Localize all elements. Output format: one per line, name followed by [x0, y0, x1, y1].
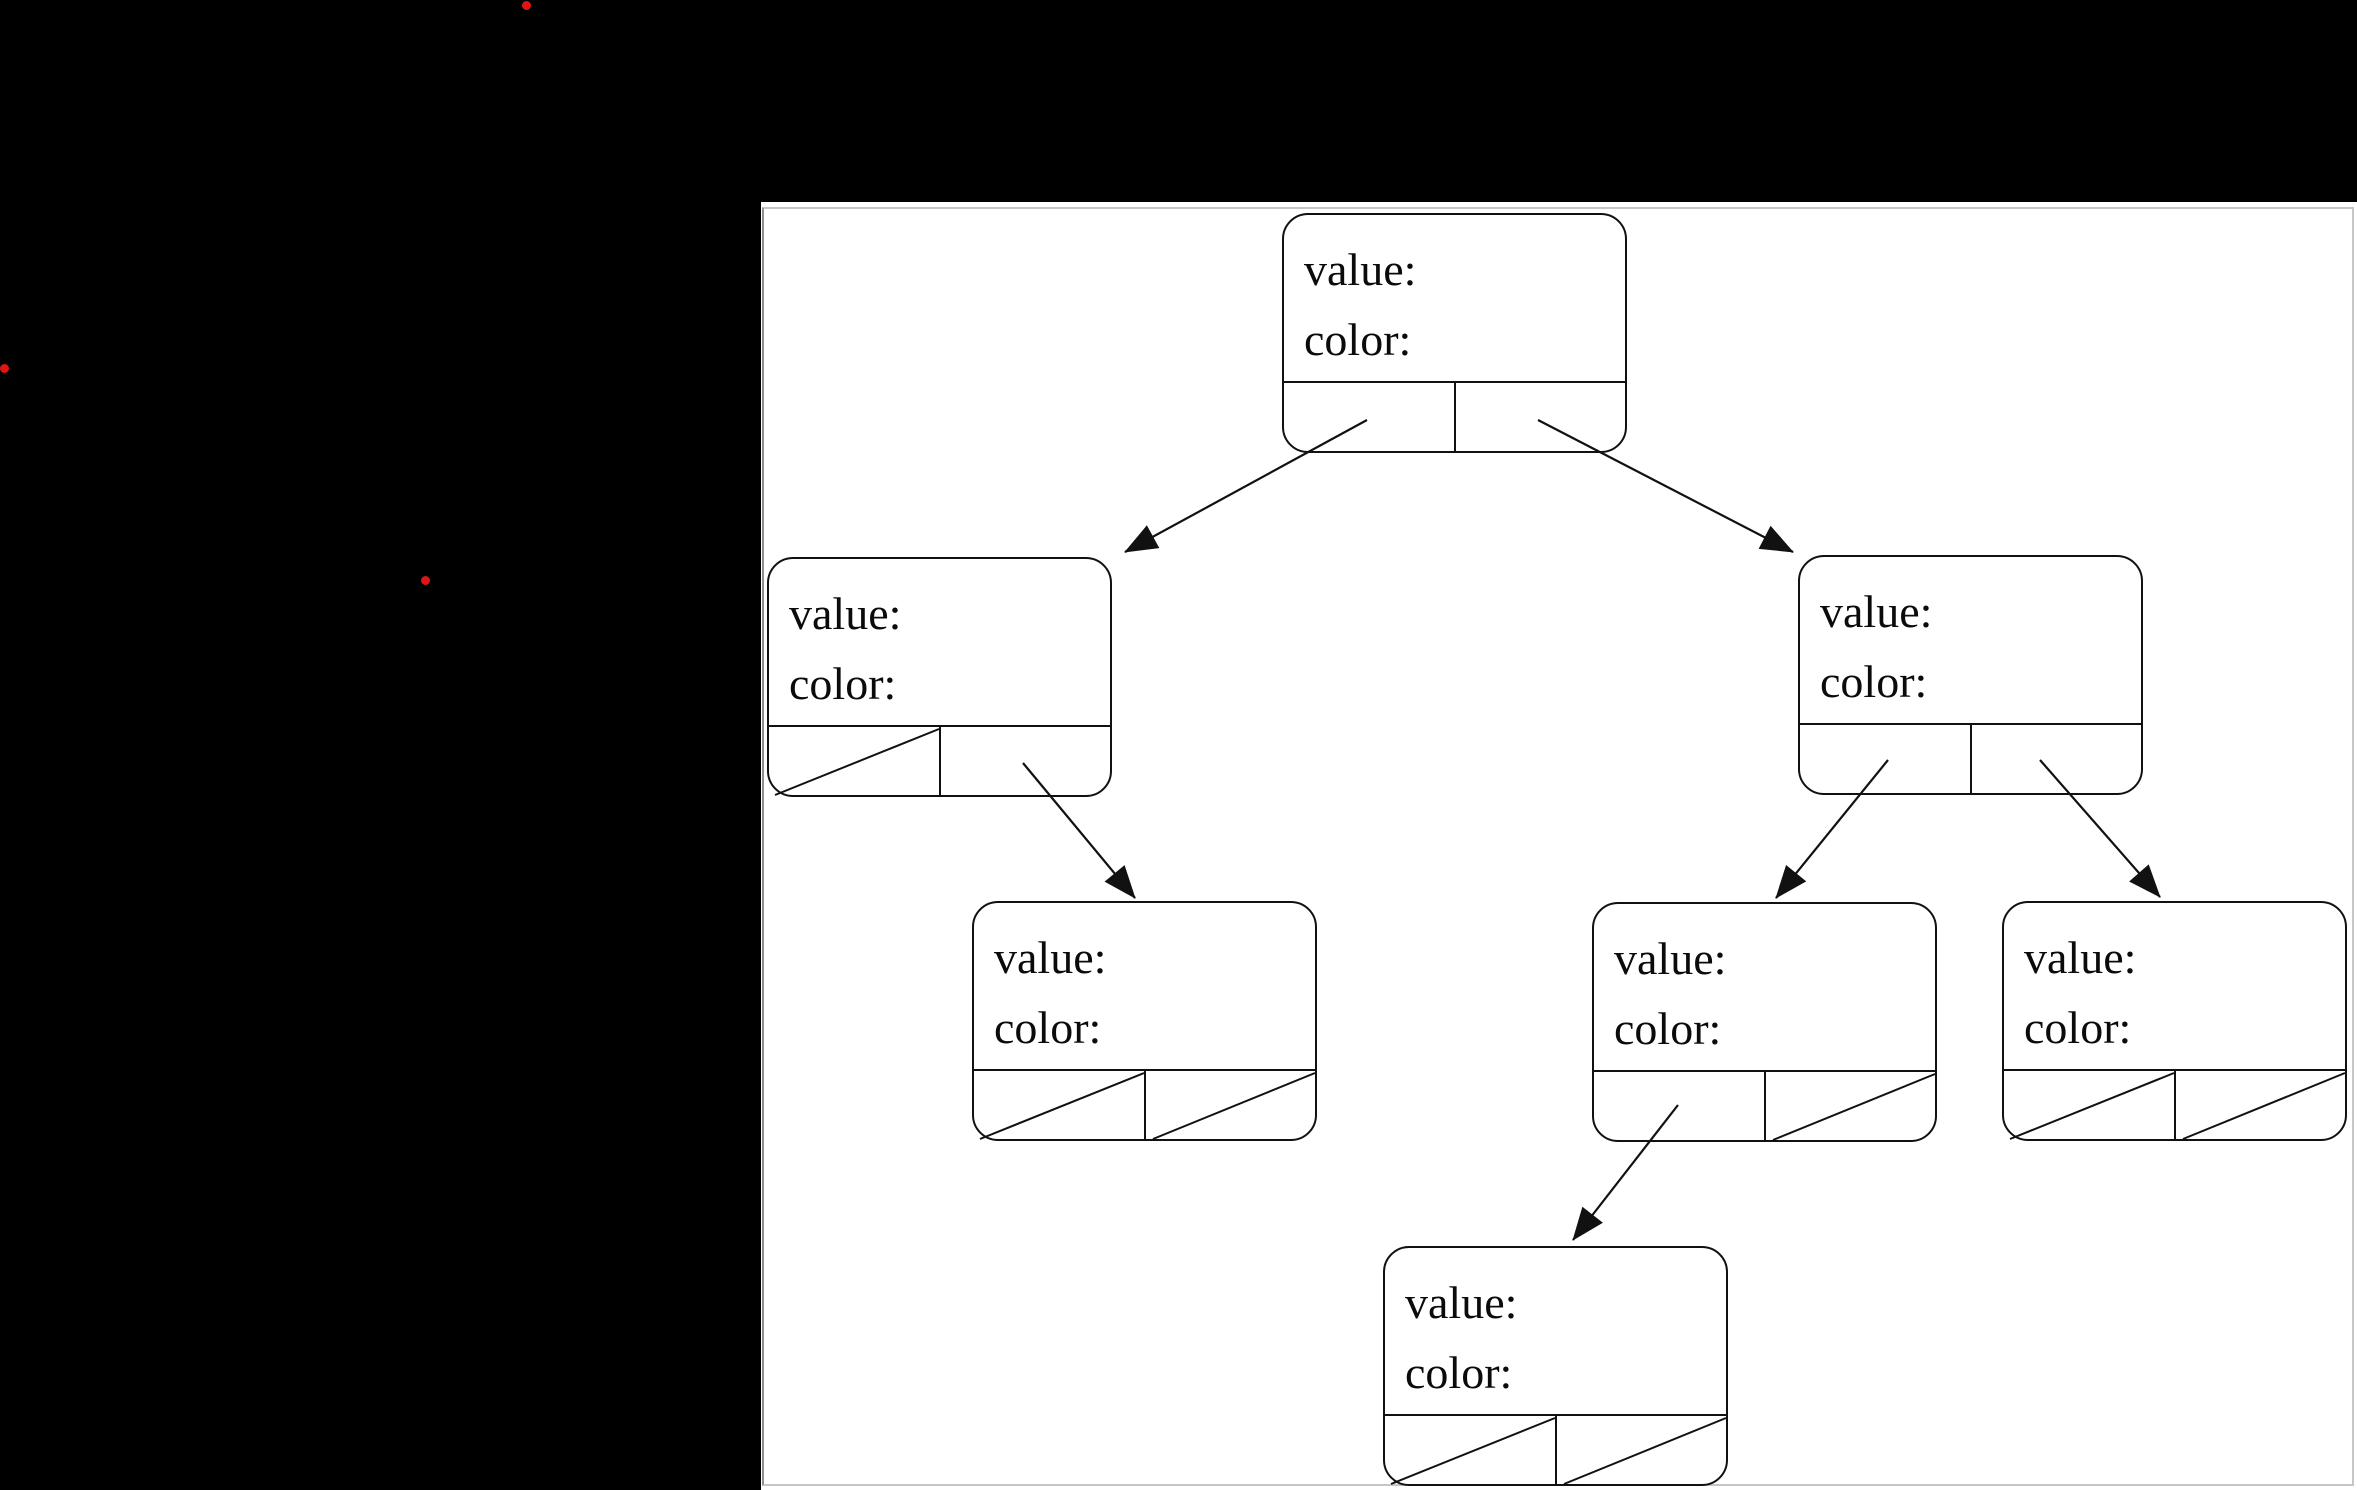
left-pointer-cell	[1594, 1072, 1766, 1140]
node-fields: value: color:	[1594, 904, 1935, 1064]
color-field-label: color:	[1614, 1003, 1722, 1054]
node-fields: value: color:	[769, 559, 1110, 719]
tree-node-right-right-grandchild: value: color:	[2002, 901, 2347, 1141]
node-fields: value: color:	[974, 903, 1315, 1063]
left-pointer-cell-null	[1385, 1416, 1557, 1484]
tree-node-right-child: value: color:	[1798, 555, 2143, 795]
value-field-label: value:	[2024, 932, 2137, 983]
red-annotation-dot	[0, 364, 9, 373]
right-pointer-cell	[1456, 383, 1626, 451]
tree-node-right-left-left-greatgrandchild: value: color:	[1383, 1246, 1728, 1486]
color-field-label: color:	[1304, 314, 1412, 365]
color-field-label: color:	[789, 658, 897, 709]
tree-node-right-left-grandchild: value: color:	[1592, 902, 1937, 1142]
left-pointer-cell	[1284, 383, 1456, 451]
right-pointer-cell	[1972, 725, 2142, 793]
pointer-row	[1594, 1070, 1935, 1140]
pointer-row	[1284, 381, 1625, 451]
pointer-row	[2004, 1069, 2345, 1139]
pointer-row	[1385, 1414, 1726, 1484]
value-field-label: value:	[994, 932, 1107, 983]
left-pointer-cell-null	[2004, 1071, 2176, 1139]
node-fields: value: color:	[1800, 557, 2141, 717]
tree-node-left-right-grandchild: value: color:	[972, 901, 1317, 1141]
tree-node-left-child: value: color:	[767, 557, 1112, 797]
value-field-label: value:	[1614, 933, 1727, 984]
node-fields: value: color:	[2004, 903, 2345, 1063]
left-pointer-cell-null	[769, 727, 941, 795]
node-fields: value: color:	[1284, 215, 1625, 375]
right-pointer-cell	[941, 727, 1111, 795]
pointer-row	[769, 725, 1110, 795]
right-pointer-cell-null	[1146, 1071, 1316, 1139]
color-field-label: color:	[1405, 1347, 1513, 1398]
red-annotation-dot	[522, 1, 531, 10]
left-pointer-cell-null	[974, 1071, 1146, 1139]
red-annotation-dot	[421, 576, 430, 585]
right-pointer-cell-null	[1557, 1416, 1727, 1484]
color-field-label: color:	[994, 1002, 1102, 1053]
tree-node-root: value: color:	[1282, 213, 1627, 453]
value-field-label: value:	[1405, 1277, 1518, 1328]
color-field-label: color:	[2024, 1002, 2132, 1053]
value-field-label: value:	[789, 588, 902, 639]
right-pointer-cell-null	[1766, 1072, 1936, 1140]
diagram-canvas: value: color: value: color: value: color…	[761, 202, 2357, 1490]
color-field-label: color:	[1820, 656, 1928, 707]
value-field-label: value:	[1820, 586, 1933, 637]
left-pointer-cell	[1800, 725, 1972, 793]
node-fields: value: color:	[1385, 1248, 1726, 1408]
pointer-row	[1800, 723, 2141, 793]
right-pointer-cell-null	[2176, 1071, 2346, 1139]
value-field-label: value:	[1304, 244, 1417, 295]
pointer-row	[974, 1069, 1315, 1139]
